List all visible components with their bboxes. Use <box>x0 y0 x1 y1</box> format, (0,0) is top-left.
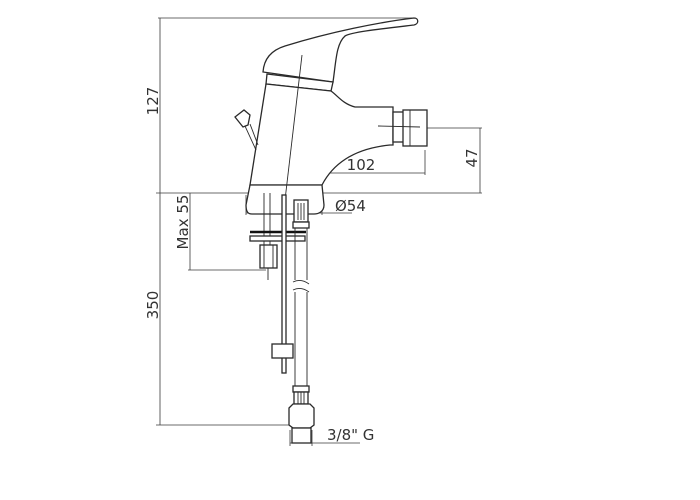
popup-rod <box>281 194 287 374</box>
rod-clamp <box>271 343 294 359</box>
dim-spout-height: 47 <box>463 148 481 167</box>
dim-thread: 3/8" G <box>327 426 374 444</box>
nut <box>259 244 278 269</box>
hex-nut <box>288 403 315 429</box>
popup-knob <box>234 109 251 128</box>
dim-base-diameter: Ø54 <box>335 197 366 215</box>
nozzle-ring <box>402 109 428 147</box>
lever-handle <box>262 17 419 83</box>
body <box>249 83 394 186</box>
hose <box>292 228 310 386</box>
dim-max-deck: Max 55 <box>174 195 192 250</box>
dim-hose-length: 350 <box>144 291 162 320</box>
dim-spout-reach: 102 <box>347 156 376 174</box>
faucet-body <box>234 17 428 215</box>
under-deck-assembly <box>249 193 315 444</box>
dim-total-height: 127 <box>144 87 162 116</box>
